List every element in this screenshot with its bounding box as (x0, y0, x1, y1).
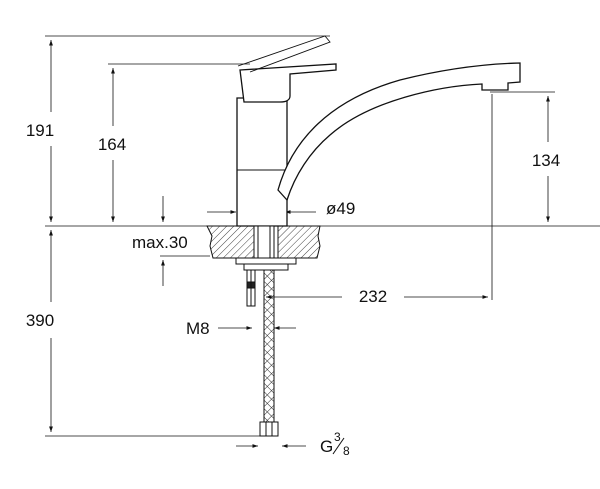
label-spout-height: 134 (532, 151, 560, 170)
label-spout-reach: 232 (359, 287, 387, 306)
label-stud-thread: M8 (186, 319, 210, 338)
lever-raised-ghost (237, 35, 331, 73)
mounting-washer (235, 257, 297, 265)
hose-nut (259, 421, 279, 437)
label-hose-connection-den: 8 (343, 444, 350, 458)
label-lever-height: 164 (98, 135, 126, 154)
label-height-above-deck: 191 (26, 121, 54, 140)
flexible-hose (263, 269, 275, 423)
label-hose-connection-num: 3 (334, 430, 341, 444)
lever-handle (239, 63, 337, 103)
label-length-below-deck: 390 (26, 311, 54, 330)
mounting-hardware (235, 225, 297, 437)
label-body-diameter: ø49 (326, 199, 355, 218)
label-max-deck-thickness: max.30 (132, 233, 188, 252)
label-hose-connection-fraction-bar (332, 437, 345, 455)
label-hose-connection: G 3 8 (320, 430, 350, 458)
extension-lines (45, 35, 600, 437)
faucet-body (236, 35, 521, 227)
spout (277, 62, 521, 202)
label-hose-connection-g: G (320, 437, 333, 456)
dimension-lines (49, 40, 550, 448)
